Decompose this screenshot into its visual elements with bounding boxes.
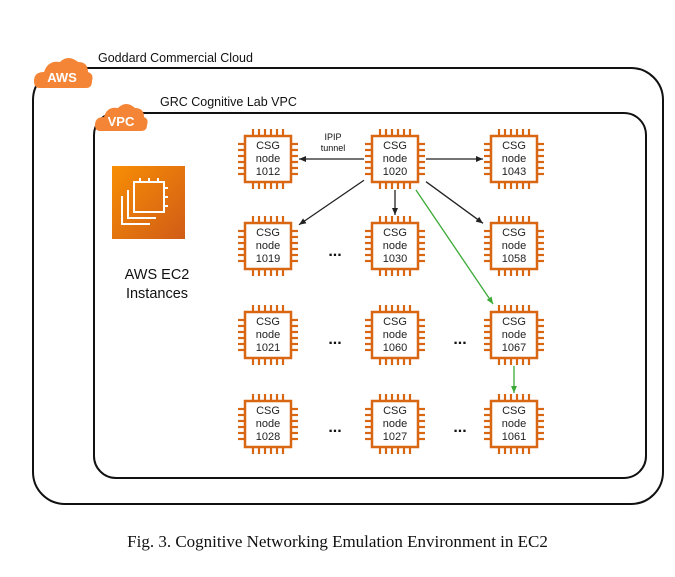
ellipsis-row4-mid: ... — [328, 419, 341, 436]
node-id: 1067 — [502, 342, 526, 354]
node-id: 1058 — [502, 253, 526, 265]
aws-region-label: Goddard Commercial Cloud — [98, 51, 253, 65]
tunnel-label-line2: tunnel — [321, 143, 346, 153]
ellipsis-row4-right: ... — [453, 419, 466, 436]
node-chip-body — [370, 134, 420, 184]
vpc-region-label: GRC Cognitive Lab VPC — [160, 95, 297, 109]
aws-region: AWS Goddard Commercial Cloud — [32, 51, 664, 505]
edges-layer — [298, 156, 517, 393]
ellipsis-markers: ... ... ... ... ... — [328, 243, 466, 436]
node-word: node — [256, 329, 280, 341]
node-prefix: CSG — [502, 227, 526, 239]
tunnel-label-line1: IPIP — [324, 132, 341, 142]
aws-cloud-badge: AWS — [34, 58, 93, 88]
node-prefix: CSG — [502, 316, 526, 328]
edge-1020-to-1019 — [298, 179, 365, 226]
node-id: 1019 — [256, 253, 280, 265]
edge-1020-to-1067 — [415, 189, 494, 305]
ellipsis-row3-mid: ... — [328, 331, 341, 348]
node-word: node — [383, 329, 407, 341]
node-word: node — [502, 153, 526, 165]
node-word: node — [256, 418, 280, 430]
node-id: 1012 — [256, 166, 280, 178]
node-chip-body — [243, 134, 293, 184]
edge-1020-to-1058 — [425, 181, 484, 224]
node-word: node — [502, 418, 526, 430]
vpc-region: VPC GRC Cognitive Lab VPC — [93, 95, 647, 479]
node-word: node — [383, 418, 407, 430]
ellipsis-row3-right: ... — [453, 331, 466, 348]
ipip-tunnel-label: IPIP tunnel — [321, 132, 346, 153]
node-id: 1028 — [256, 431, 280, 443]
ec2-instances-icon: AWS EC2 Instances — [112, 166, 189, 302]
node-prefix: CSG — [383, 227, 407, 239]
node-prefix: CSG — [502, 140, 526, 152]
node-id: 1027 — [383, 431, 407, 443]
nodes-layer: CSGnode1012CSGnode1020CSGnode1043CSGnode… — [238, 129, 544, 454]
vpc-region-border — [93, 112, 647, 479]
node-prefix: CSG — [256, 316, 280, 328]
node-chip-body — [489, 310, 539, 360]
node-id: 1061 — [502, 431, 526, 443]
node-chip-body — [370, 221, 420, 271]
aws-region-border — [32, 67, 664, 505]
node-chip-body — [243, 399, 293, 449]
node-prefix: CSG — [256, 227, 280, 239]
node-chip-body — [489, 399, 539, 449]
node-prefix: CSG — [502, 405, 526, 417]
node-word: node — [256, 240, 280, 252]
node-id: 1030 — [383, 253, 407, 265]
figure-caption: Fig. 3. Cognitive Networking Emulation E… — [127, 532, 548, 551]
node-id: 1020 — [383, 166, 407, 178]
vpc-badge-label: VPC — [108, 114, 135, 129]
node-chip-body — [243, 221, 293, 271]
node-chip-body — [243, 310, 293, 360]
node-prefix: CSG — [256, 405, 280, 417]
ellipsis-row2-mid: ... — [328, 243, 341, 260]
node-id: 1043 — [502, 166, 526, 178]
ec2-label-line1: AWS EC2 — [125, 267, 190, 283]
node-chip-body — [370, 310, 420, 360]
node-word: node — [383, 153, 407, 165]
node-prefix: CSG — [383, 405, 407, 417]
node-word: node — [256, 153, 280, 165]
node-chip-body — [489, 221, 539, 271]
node-prefix: CSG — [256, 140, 280, 152]
node-word: node — [502, 240, 526, 252]
node-word: node — [502, 329, 526, 341]
ec2-label-line2: Instances — [126, 286, 188, 302]
aws-badge-label: AWS — [47, 70, 77, 85]
node-chip-body — [370, 399, 420, 449]
node-chip-body — [489, 134, 539, 184]
node-prefix: CSG — [383, 140, 407, 152]
node-prefix: CSG — [383, 316, 407, 328]
node-id: 1021 — [256, 342, 280, 354]
vpc-cloud-badge: VPC — [95, 104, 148, 131]
node-id: 1060 — [383, 342, 407, 354]
node-word: node — [383, 240, 407, 252]
